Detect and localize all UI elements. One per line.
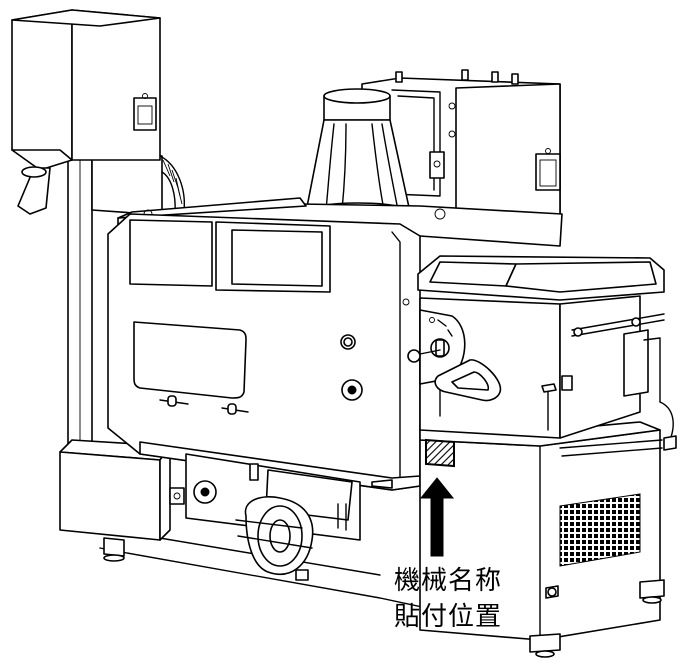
pointer-arrow xyxy=(419,477,455,557)
right-section xyxy=(419,401,677,658)
main-body xyxy=(107,197,563,491)
label-plate-hatched xyxy=(425,438,455,468)
caption-line-1: 機械名称 xyxy=(393,566,502,596)
lower-drive xyxy=(185,453,361,581)
tray-assembly xyxy=(407,255,665,439)
caption-line-2: 貼付位置 xyxy=(393,602,502,632)
label-position-marker xyxy=(425,438,455,468)
rear-aspirator xyxy=(361,69,561,241)
